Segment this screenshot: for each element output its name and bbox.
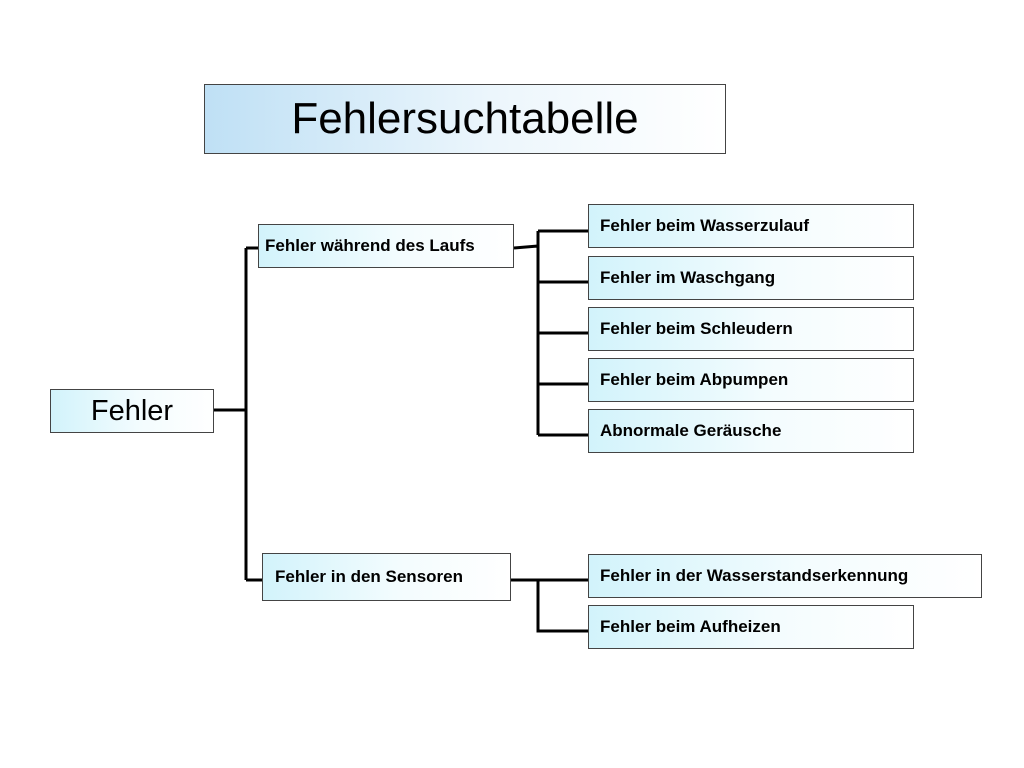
leaf-node: Fehler beim Abpumpen — [588, 358, 914, 402]
connector-branch-1 — [511, 578, 588, 633]
connector-branch-0 — [513, 229, 588, 437]
leaf-node: Fehler in der Wasserstandserkennung — [588, 554, 982, 598]
diagram-title: Fehlersuchtabelle — [204, 84, 726, 154]
leaf-node: Fehler im Waschgang — [588, 256, 914, 300]
leaf-node: Fehler beim Wasserzulauf — [588, 204, 914, 248]
branch-node: Fehler in den Sensoren — [262, 553, 511, 601]
leaf-node: Fehler beim Aufheizen — [588, 605, 914, 649]
connector-root — [214, 246, 262, 582]
leaf-node: Abnormale Geräusche — [588, 409, 914, 453]
branch-node: Fehler während des Laufs — [258, 224, 514, 268]
leaf-node: Fehler beim Schleudern — [588, 307, 914, 351]
root-node: Fehler — [50, 389, 214, 433]
